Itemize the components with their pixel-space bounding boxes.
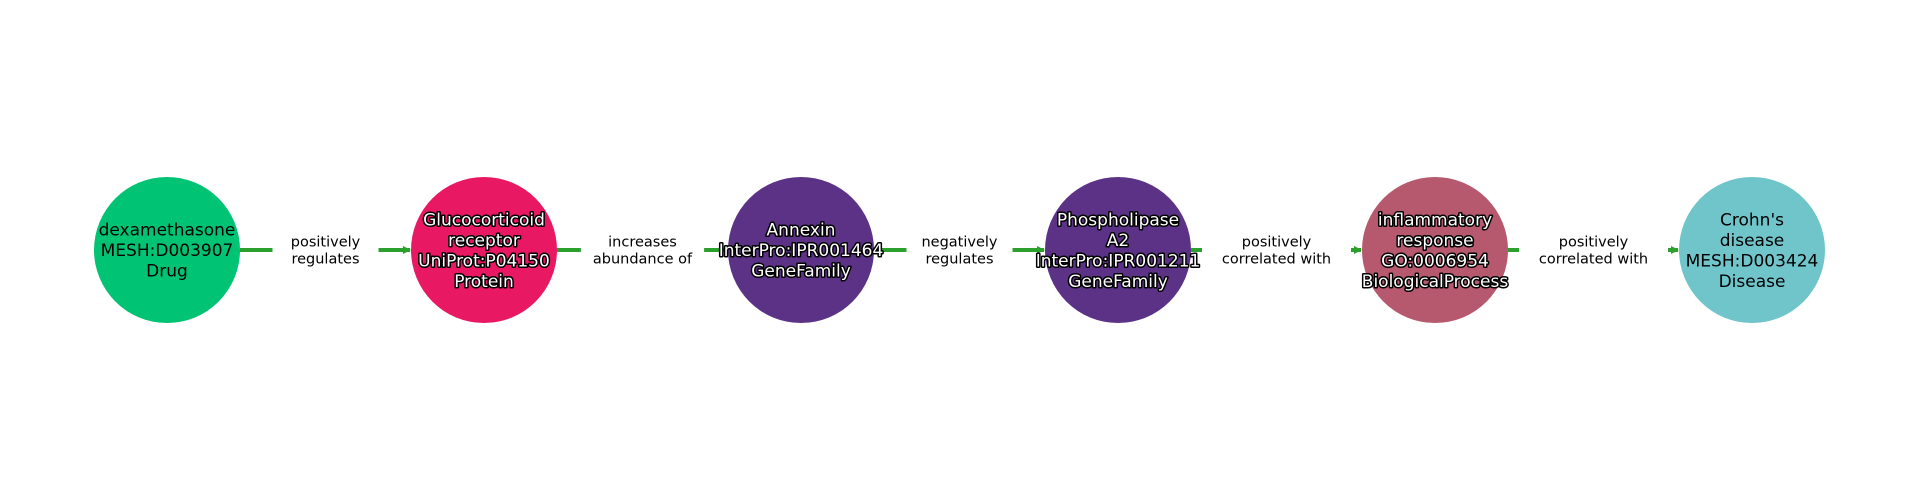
node-label: Phospholipase: [1057, 210, 1179, 230]
edge-label: regulates: [925, 252, 993, 268]
edge-label: positively: [291, 235, 361, 251]
node-circle[interactable]: [411, 177, 557, 323]
node-label: GeneFamily: [751, 262, 851, 282]
node-label: GeneFamily: [1068, 272, 1168, 292]
node-label: Drug: [146, 262, 188, 282]
edge-label: increases: [608, 235, 677, 251]
node-label: MESH:D003907: [101, 241, 234, 261]
edge-label: negatively: [921, 235, 997, 251]
node-label: MESH:D003424: [1686, 251, 1819, 271]
edge-label: correlated with: [1539, 252, 1648, 268]
node-label: Disease: [1719, 272, 1786, 292]
node-label: Glucocorticoid: [423, 210, 545, 230]
edge-label: positively: [1559, 235, 1629, 251]
node-label: Protein: [454, 272, 514, 292]
node-circle[interactable]: [1679, 177, 1825, 323]
graph-node[interactable]: PhospholipaseA2InterPro:IPR001211GeneFam…: [1034, 177, 1202, 323]
graph-node[interactable]: inflammatoryresponseGO:0006954Biological…: [1360, 177, 1510, 323]
node-label: receptor: [448, 231, 520, 251]
node-label: disease: [1720, 231, 1785, 251]
node-circle[interactable]: [1362, 177, 1508, 323]
node-label: inflammatory: [1378, 210, 1492, 230]
node-label: InterPro:IPR001464: [719, 241, 884, 261]
node-label: dexamethasone: [99, 221, 236, 241]
node-label: UniProt:P04150: [418, 251, 550, 271]
node-circle[interactable]: [94, 177, 240, 323]
node-label: Annexin: [767, 221, 836, 241]
node-label: Crohn's: [1720, 210, 1784, 230]
node-label: BiologicalProcess: [1362, 272, 1509, 292]
node-label: GO:0006954: [1381, 251, 1489, 271]
node-label: response: [1396, 231, 1473, 251]
node-label: InterPro:IPR001211: [1036, 251, 1201, 271]
edge-label: regulates: [291, 252, 359, 268]
graph-node[interactable]: GlucocorticoidreceptorUniProt:P04150Prot…: [411, 177, 557, 323]
edge-label: abundance of: [593, 252, 693, 268]
node-circle[interactable]: [728, 177, 874, 323]
edge-label: correlated with: [1222, 252, 1331, 268]
node-circle[interactable]: [1045, 177, 1191, 323]
edge-label: positively: [1242, 235, 1312, 251]
node-label: A2: [1107, 231, 1129, 251]
